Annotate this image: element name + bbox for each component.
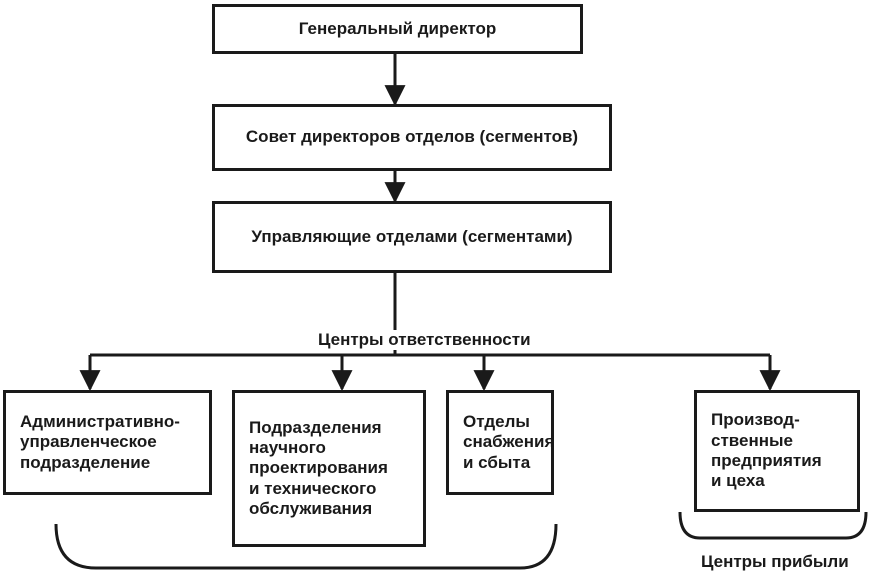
general-director-label: Генеральный директор [298,18,497,38]
general-director-box: Генеральный директор [212,4,583,54]
production-unit-box: Производ- ственные предприятия и цеха [694,390,860,512]
responsibility-centers-label: Центры ответственности [314,330,535,350]
production-unit-label: Производ- ственные предприятия и цеха [711,410,822,491]
managers-label: Управляющие отделами (сегментами) [251,226,573,246]
supply-unit-label: Отделы снабжения и сбыта [463,411,555,472]
admin-unit-label: Административно- управленческое подразде… [20,411,180,472]
research-unit-box: Подразделения научного проектирования и … [232,390,426,547]
research-unit-label: Подразделения научного проектирования и … [249,417,388,519]
board-box: Совет директоров отделов (сегментов) [212,104,612,171]
supply-unit-box: Отделы снабжения и сбыта [446,390,554,495]
profit-centers-label: Центры прибыли [701,552,849,572]
board-label: Совет директоров отделов (сегментов) [245,127,579,147]
brace-cost-centers [54,523,558,570]
managers-box: Управляющие отделами (сегментами) [212,201,612,273]
admin-unit-box: Административно- управленческое подразде… [3,390,212,495]
brace-profit-centers [678,511,868,540]
